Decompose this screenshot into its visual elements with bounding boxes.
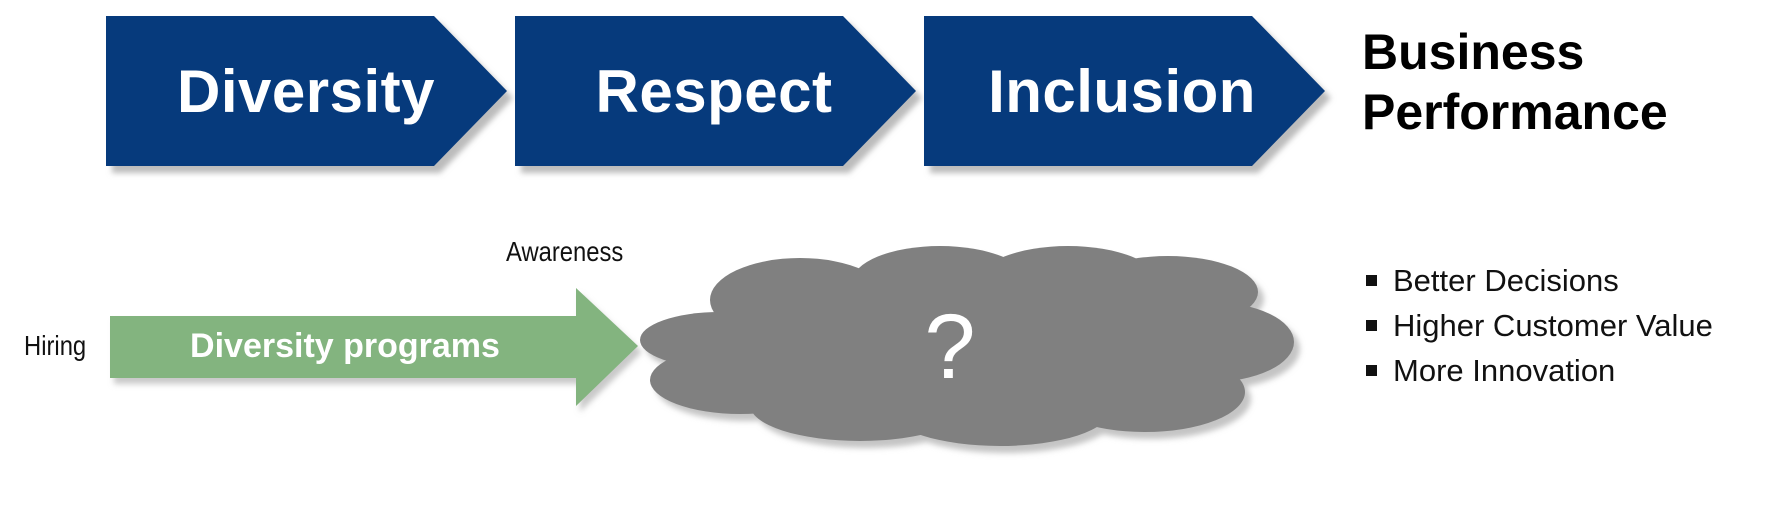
benefit-item: Better Decisions <box>1366 258 1713 303</box>
unknown-cloud <box>640 246 1300 453</box>
programs-arrow-group <box>110 288 642 412</box>
awareness-label: Awareness <box>506 236 624 267</box>
stage-label-diversity: Diversity <box>177 57 435 125</box>
question-mark: ? <box>924 295 976 398</box>
benefit-text: More Innovation <box>1393 353 1616 388</box>
square-bullet-icon <box>1366 320 1377 331</box>
stage-label-inclusion: Inclusion <box>988 57 1256 125</box>
square-bullet-icon <box>1366 275 1377 286</box>
outcome-title-line-1: Business <box>1362 24 1585 80</box>
benefits-list: Better Decisions Higher Customer Value M… <box>1366 258 1713 393</box>
benefit-item: Higher Customer Value <box>1366 303 1713 348</box>
programs-label: Diversity programs <box>190 326 500 365</box>
benefit-item: More Innovation <box>1366 348 1713 393</box>
stage-arrow-respect <box>515 16 916 166</box>
outcome-title-line-2: Performance <box>1362 84 1668 140</box>
hiring-label: Hiring <box>24 330 87 361</box>
square-bullet-icon <box>1366 365 1377 376</box>
outcome-title: Business Performance <box>1362 22 1668 142</box>
stage-arrows <box>106 16 1331 173</box>
stage-label-respect: Respect <box>595 57 833 125</box>
cloud-body <box>640 246 1294 446</box>
benefit-text: Higher Customer Value <box>1393 308 1713 343</box>
stage-arrow-inclusion <box>924 16 1325 166</box>
benefit-text: Better Decisions <box>1393 263 1619 298</box>
programs-arrow <box>110 288 638 406</box>
stage-arrow-diversity <box>106 16 507 166</box>
